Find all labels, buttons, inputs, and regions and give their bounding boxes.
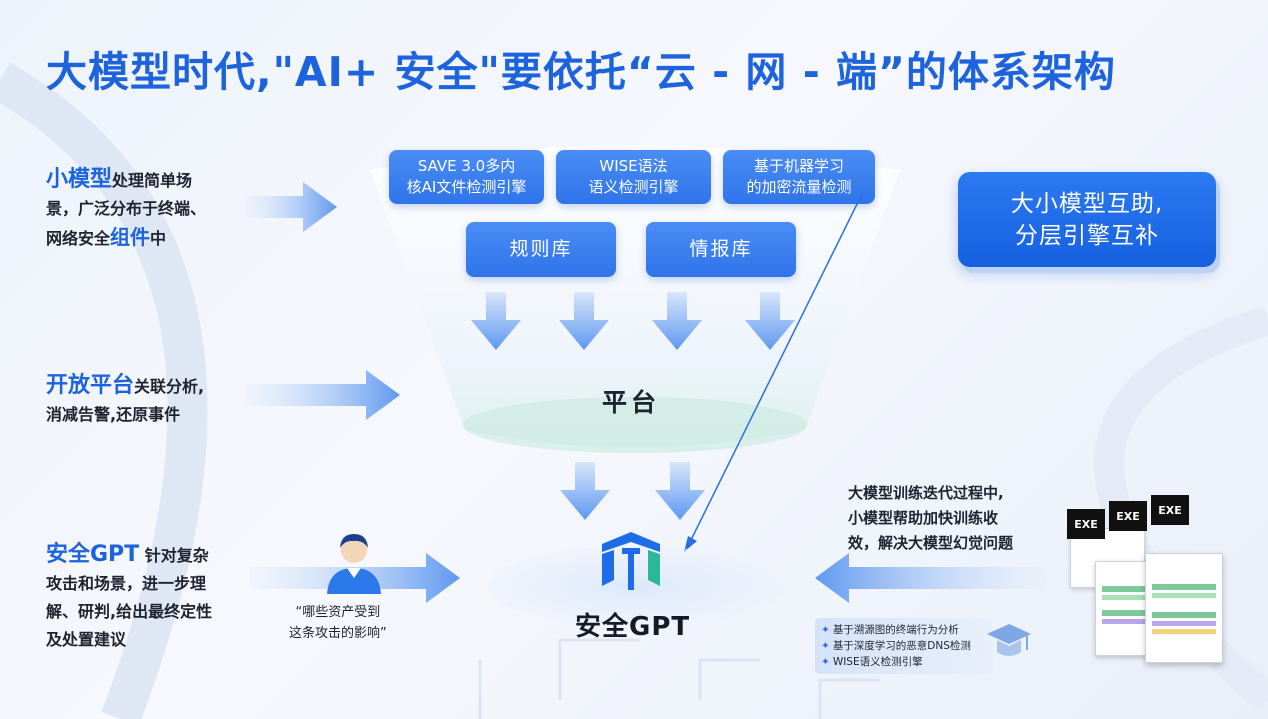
feature-list: ✦基于溯源图的终端行为分析 ✦基于深度学习的恶意DNS检测 ✦WISE语义检测引… <box>815 618 993 674</box>
training-line1: 大模型训练迭代过程中, <box>848 484 1004 502</box>
down-arrow <box>655 462 705 520</box>
graduation-cap-icon <box>987 624 1031 656</box>
open-platform-text: 开放平台关联分析, 消减告警,还原事件 <box>46 372 256 429</box>
feature-label: 基于深度学习的恶意DNS检测 <box>832 640 971 652</box>
down-arrow <box>560 462 610 520</box>
exe-label: EXE <box>1116 509 1140 523</box>
gpt-platform-ellipse <box>488 546 784 626</box>
security-gpt-line1: 针对复杂 <box>139 546 209 565</box>
funnel-shape <box>370 145 900 453</box>
bullet-icon: ✦ <box>821 640 830 652</box>
assist-line2: 分层引擎互补 <box>1015 222 1159 249</box>
exe-label: EXE <box>1158 503 1182 517</box>
engine-box-wise: WISE语法 语义检测引擎 <box>556 150 711 204</box>
security-gpt-text: 安全GPT 针对复杂 攻击和场景，进一步理 解、研判,给出最终定性 及处置建议 <box>46 541 256 654</box>
document-page <box>1145 553 1223 663</box>
model-assist-box: 大小模型互助, 分层引擎互补 <box>958 172 1216 267</box>
training-line2: 小模型帮助加快训练收 <box>848 509 999 527</box>
training-description: 大模型训练迭代过程中, 小模型帮助加快训练收 效，解决大模型幻觉问题 <box>848 481 1013 556</box>
small-model-text: 小模型处理简单场 景，广泛分布于终端、 网络安全组件中 <box>46 166 246 253</box>
open-platform-highlight: 开放平台 <box>46 373 135 398</box>
engine-line: 基于机器学习 <box>753 157 844 175</box>
feature-label: 基于溯源图的终端行为分析 <box>832 624 959 636</box>
small-model-line1: 处理简单场 <box>112 171 193 190</box>
right-arrow <box>245 370 400 420</box>
rules-library-box: 规则库 <box>466 222 616 277</box>
right-arrow <box>245 182 337 232</box>
feature-item: ✦基于溯源图的终端行为分析 <box>821 622 987 638</box>
open-platform-line2: 消减告警,还原事件 <box>46 405 181 424</box>
engine-line: 的加密流量检测 <box>746 178 852 196</box>
security-gpt-label: 安全GPT <box>575 612 691 642</box>
security-gpt-highlight: 安全GPT <box>46 542 140 567</box>
diagonal-arrow <box>684 193 863 552</box>
rules-library-label: 规则库 <box>509 238 573 260</box>
bullet-icon: ✦ <box>821 656 830 668</box>
engine-box-ml: 基于机器学习 的加密流量检测 <box>723 150 875 204</box>
user-avatar-icon <box>327 534 381 594</box>
quote-line1: “哪些资产受到 <box>295 605 381 620</box>
security-gpt-line4: 及处置建议 <box>46 630 127 649</box>
quote-text: “哪些资产受到 这条攻击的影响” <box>289 602 387 644</box>
feature-label: WISE语义检测引擎 <box>832 656 923 668</box>
exe-file-icon: EXE <box>1067 509 1105 539</box>
documents-stack: EXE EXE EXE <box>1065 493 1235 673</box>
intel-library-label: 情报库 <box>689 238 753 260</box>
engine-line: 核AI文件检测引擎 <box>406 178 527 196</box>
engine-line: SAVE 3.0多内 <box>417 157 516 175</box>
down-arrow <box>559 292 609 350</box>
bullet-icon: ✦ <box>821 624 830 636</box>
feature-item: ✦基于深度学习的恶意DNS检测 <box>821 638 987 654</box>
security-gpt-line3: 解、研判,给出最终定性 <box>46 602 213 621</box>
open-platform-line1: 关联分析, <box>134 377 205 396</box>
down-arrow <box>652 292 702 350</box>
small-model-line3a: 网络安全 <box>46 229 111 248</box>
security-gpt-line2: 攻击和场景，进一步理 <box>46 574 207 593</box>
down-arrow <box>471 292 521 350</box>
left-arrow <box>815 553 1045 603</box>
intel-library-box: 情报库 <box>646 222 796 277</box>
exe-label: EXE <box>1074 517 1098 531</box>
small-model-line2: 景，广泛分布于终端、 <box>46 199 207 218</box>
small-model-line3b: 中 <box>150 229 167 248</box>
exe-file-icon: EXE <box>1109 501 1147 531</box>
quote-line2: 这条攻击的影响” <box>289 626 387 641</box>
security-gpt-logo-icon <box>602 532 660 590</box>
engine-line: WISE语法 <box>599 157 668 175</box>
down-arrow <box>745 292 795 350</box>
platform-label: 平台 <box>602 388 661 417</box>
exe-file-icon: EXE <box>1151 495 1189 525</box>
engine-box-save: SAVE 3.0多内 核AI文件检测引擎 <box>389 150 544 204</box>
training-line3: 效，解决大模型幻觉问题 <box>848 534 1014 552</box>
feature-item: ✦WISE语义检测引擎 <box>821 654 987 670</box>
assist-line1: 大小模型互助, <box>1010 190 1164 217</box>
engine-line: 语义检测引擎 <box>588 178 679 196</box>
page-title: 大模型时代,"AI+ 安全"要依托“云 - 网 - 端”的体系架构 <box>46 48 1116 96</box>
small-model-highlight: 小模型 <box>46 167 113 192</box>
component-highlight: 组件 <box>110 225 151 249</box>
